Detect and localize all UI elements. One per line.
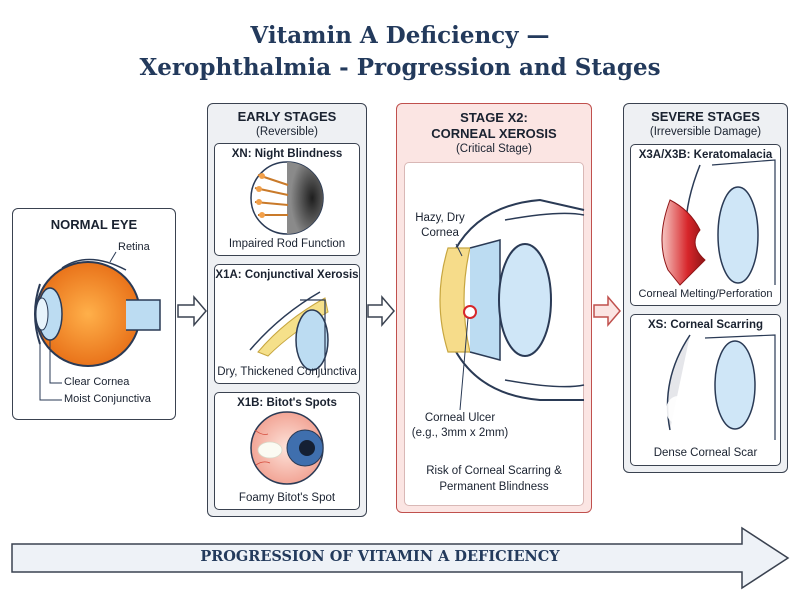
x1b-title: X1B: Bitot's Spots <box>237 397 337 409</box>
xs-title: XS: Corneal Scarring <box>647 319 764 331</box>
progression-arrow <box>11 526 790 590</box>
x1a-caption: Dry, Thickened Conjunctiva <box>217 366 357 378</box>
x2-risk-line2: Permanent Blindness <box>439 481 549 493</box>
label-ulcer-line1: Corneal Ulcer <box>424 412 496 424</box>
x2-heading-line2: CORNEAL XEROSIS <box>431 126 557 141</box>
x2-subheading: (Critical Stage) <box>455 143 533 155</box>
page-title-line2: Xerophthalmia - Progression and Stages <box>139 54 661 81</box>
severe-stages-subheading: (Irreversible Damage) <box>649 126 762 138</box>
xs-card <box>630 314 781 466</box>
rod-cells-illustration <box>250 161 324 235</box>
x2-heading-line1: STAGE X2: <box>460 110 528 125</box>
normal-eye-illustration <box>34 251 161 401</box>
xn-caption: Impaired Rod Function <box>228 238 346 250</box>
corneal-xerosis-illustration <box>439 198 585 411</box>
keratomalacia-illustration <box>661 159 776 286</box>
x1b-caption: Foamy Bitot's Spot <box>238 492 336 504</box>
label-retina: Retina <box>118 241 150 253</box>
normal-eye-heading: NORMAL EYE <box>50 217 138 232</box>
label-moist-conjunctiva: Moist Conjunctiva <box>64 393 151 405</box>
xn-title: XN: Night Blindness <box>231 148 343 160</box>
label-clear-cornea: Clear Cornea <box>64 376 130 388</box>
xs-caption: Dense Corneal Scar <box>653 447 758 459</box>
bitots-spot-illustration <box>250 411 324 485</box>
early-stages-subheading: (Reversible) <box>256 126 318 138</box>
flow-arrow-3 <box>593 294 621 328</box>
progression-label: PROGRESSION OF VITAMIN A DEFICIENCY <box>200 548 560 565</box>
label-ulcer-line2: (e.g., 3mm x 2mm) <box>411 427 509 439</box>
x3-title: X3A/X3B: Keratomalacia <box>638 149 773 161</box>
flow-arrow-2 <box>367 294 395 328</box>
x1a-title: X1A: Conjunctival Xerosis <box>215 269 359 281</box>
flow-arrow-1 <box>177 294 207 328</box>
corneal-scar-illustration <box>666 334 776 440</box>
conjunctival-xerosis-illustration <box>249 291 329 371</box>
page-title-line1: Vitamin A Deficiency — <box>250 22 550 49</box>
early-stages-heading: EARLY STAGES <box>237 109 337 124</box>
label-hazy-line1: Hazy, Dry <box>415 212 465 224</box>
severe-stages-heading: SEVERE STAGES <box>651 109 760 124</box>
x3-caption: Corneal Melting/Perforation <box>638 288 773 300</box>
x2-risk-line1: Risk of Corneal Scarring & <box>426 465 562 477</box>
label-hazy-line2: Cornea <box>421 227 459 239</box>
